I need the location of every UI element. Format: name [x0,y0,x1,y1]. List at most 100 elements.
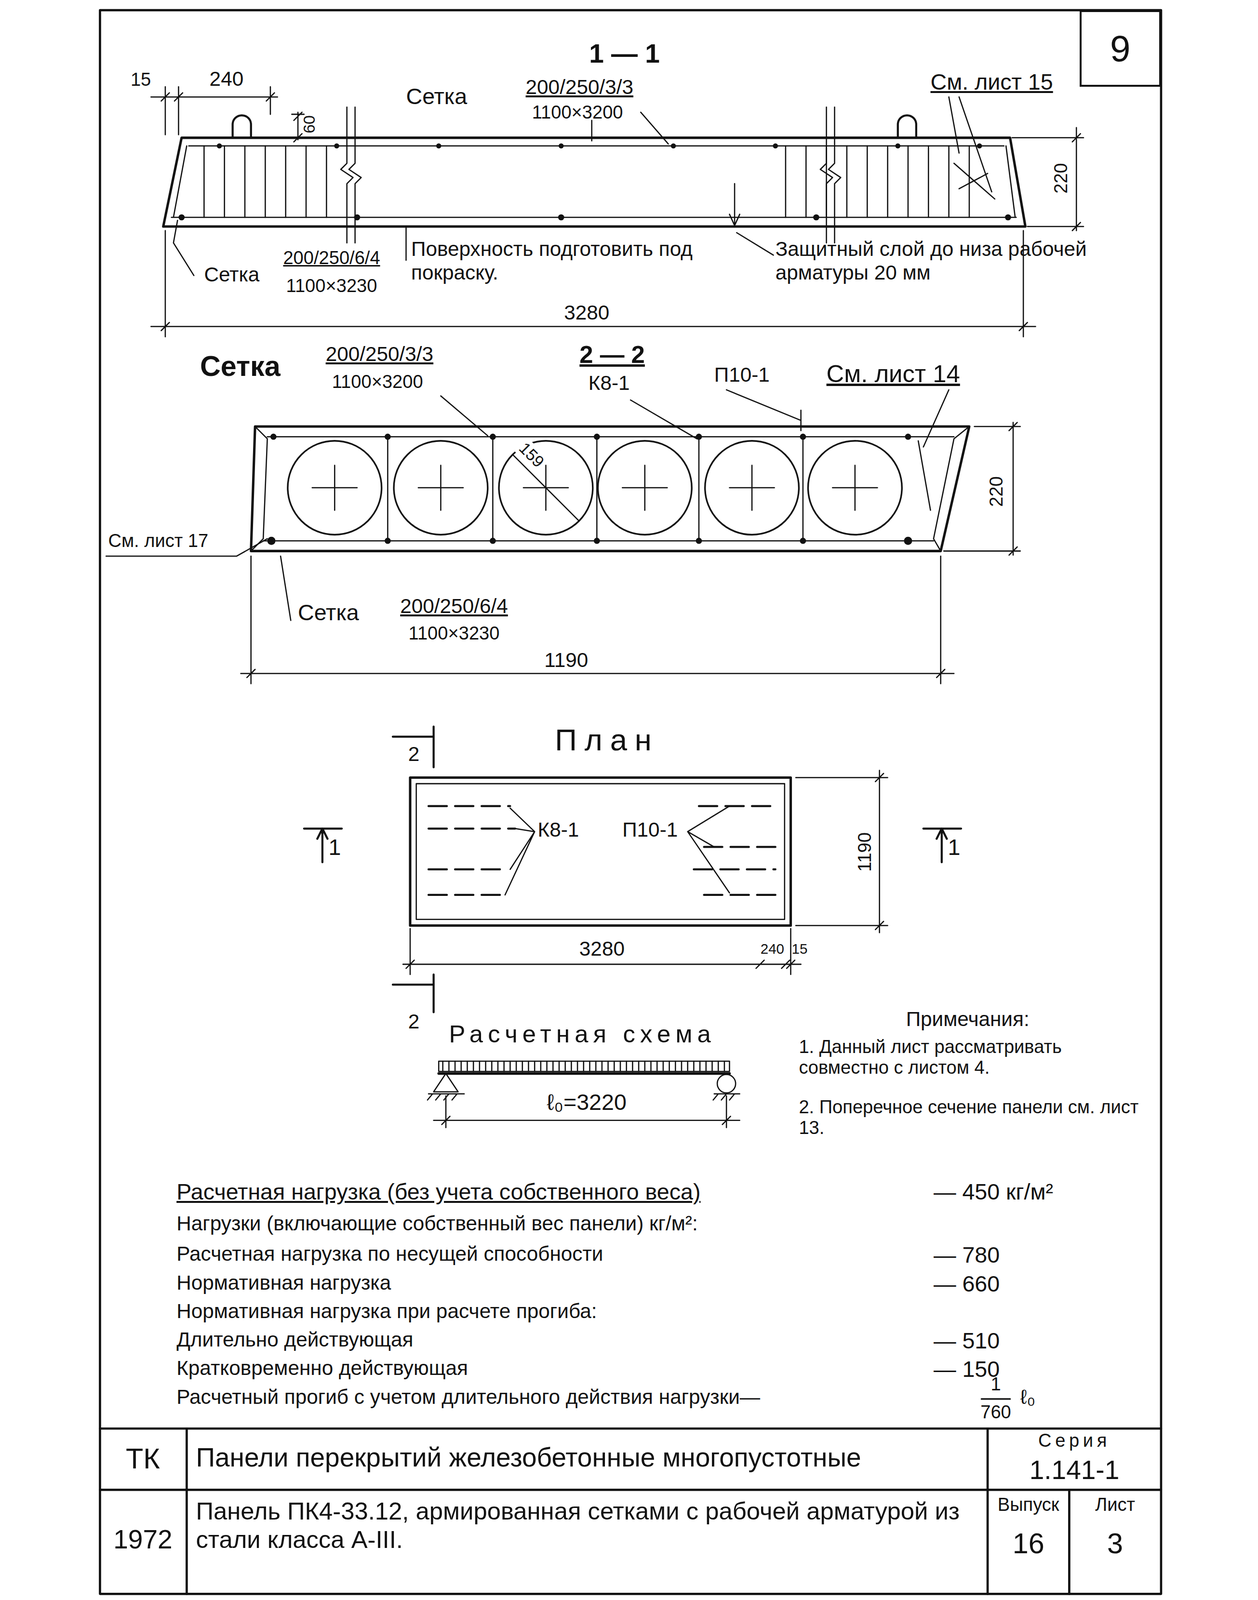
mesh-label: Сетка [406,83,468,110]
section-2-2-line [106,389,949,621]
mesh-size: 1100×3200 [332,371,424,393]
title-cell: 16 [1012,1527,1045,1561]
section-2-2-line-line [800,433,807,441]
plan-view-line [402,928,802,975]
section-1-1-line-line [1004,214,1012,221]
design-scheme-line [442,1061,725,1072]
section-2-2-line-line [489,537,496,545]
title-cell: Панель ПК4-33.12, армированная сетками с… [195,1497,982,1554]
section-mark: 2 [408,742,420,767]
load-row: Нормативная нагрузка [176,1271,391,1296]
span-symbol: ℓ₀ [1020,1385,1036,1410]
mesh-mark: 200/250/6/4 [400,594,508,619]
section-1-1-line-line [895,143,901,149]
section-1-1-line [590,120,593,141]
section-2-2-line-line [800,537,807,545]
section-1-1-line-line [178,214,185,221]
view-title: План [554,722,660,758]
section-mark: 1 [948,834,961,861]
section-1-1-line-line [976,143,983,149]
load-value: — 450 кг/м² [933,1179,1054,1206]
section-1-1-line-line [216,143,223,149]
load-row: Длительно действующая [176,1328,414,1352]
mesh-label: Сетка [297,600,360,627]
plan-view-line [795,770,888,934]
surface-note: Поверхность подготовить под покраску. [411,237,738,285]
mesh-size: 1100×3230 [408,623,500,645]
sheet-number: 9 [1110,28,1131,69]
plan-view-line [392,726,434,1013]
section-2-2-line-line [593,537,601,545]
load-row: Расчетная нагрузка (без учета собственно… [176,1179,701,1206]
title-cell: Серия [1038,1430,1111,1452]
dimension: 240 [760,940,785,958]
section-1-1-line-line [334,143,340,149]
notes-heading: Примечания: [906,1007,1030,1032]
section-2-2-line [240,556,955,684]
note: 2. Поперечное сечение панели см. лист 13… [798,1097,1151,1140]
sheet-reference: См. лист 17 [107,530,209,552]
section-2-2-line [263,436,954,541]
section-1-1-line [163,137,1026,227]
title-cell: ТК [125,1442,161,1476]
load-value: — 780 [933,1242,1000,1269]
span-dimension: ℓ₀=3220 [547,1089,627,1116]
section-1-1-line [1012,127,1084,231]
plan-view [304,726,962,1013]
plan-view-line [416,783,785,920]
fraction-part: 760 [980,1402,1012,1424]
mesh-label: Сетка [200,349,281,383]
cover-note: Защитный слой до низа рабочей арматуры 2… [775,237,1092,285]
frame-mark: К8-1 [588,371,630,396]
title-cell: 1972 [113,1524,173,1555]
section-2-2-line [312,465,878,511]
fraction-part: 1 [990,1374,1001,1396]
frame-mark: П10-1 [622,818,678,843]
section-2-2-line [287,441,902,536]
mesh-size: 1100×3230 [286,275,378,297]
note: 1. Данный лист рассматривать совместно с… [798,1036,1151,1080]
design-scheme-line [981,1398,1010,1400]
section-2-2-line-line [695,537,703,545]
title-cell: 3 [1107,1527,1124,1561]
dimension: 220 [986,476,1008,508]
plan-view-line [505,806,730,896]
design-scheme-line [717,1074,736,1094]
section-1-1-line [178,143,1011,221]
design-scheme-line [438,1072,730,1076]
sheet-reference: См. лист 15 [930,69,1054,96]
section-mark: 1 — 1 [588,38,660,69]
section-2-2-line [251,426,970,551]
section-1-1-line-line [558,214,565,221]
section-2-2-line-line [489,433,496,441]
dimension: 3280 [579,937,625,962]
mesh-mark: 200/250/3/3 [525,75,634,100]
sheet-frame-line [99,10,1161,1594]
load-row: Кратковременно действующая [176,1356,469,1381]
section-1-1-line-line [436,143,442,149]
section-2-2 [106,389,1021,684]
dimension: 1190 [544,648,589,673]
section-2-2-line-line [270,433,277,441]
section-2-2-line [251,426,970,551]
section-2-2-line-line [498,441,593,536]
section-2-2-line-line [384,433,391,441]
mesh-mark: 200/250/3/3 [325,342,434,367]
section-2-2-line-line [905,433,912,441]
mesh-label: Сетка [203,263,260,287]
dimension: 240 [209,67,244,92]
diameter: 159 [514,437,549,473]
section-mark: 1 [328,834,342,861]
section-mark: 2 [408,1010,420,1034]
dimension: 60 [299,115,319,134]
sheet-frame-line [99,1428,1161,1594]
section-2-2-line-line [267,536,276,546]
frame-mark: К8-1 [537,818,580,843]
section-mark: 2 — 2 [579,340,645,369]
load-row: Расчетный прогиб с учетом длительного де… [176,1385,761,1410]
load-row: Нормативная нагрузка при расчете прогиба… [176,1299,597,1324]
section-1-1-line-line [813,214,820,221]
load-value: — 510 [933,1328,1000,1355]
sheet-frame [99,10,1161,1594]
